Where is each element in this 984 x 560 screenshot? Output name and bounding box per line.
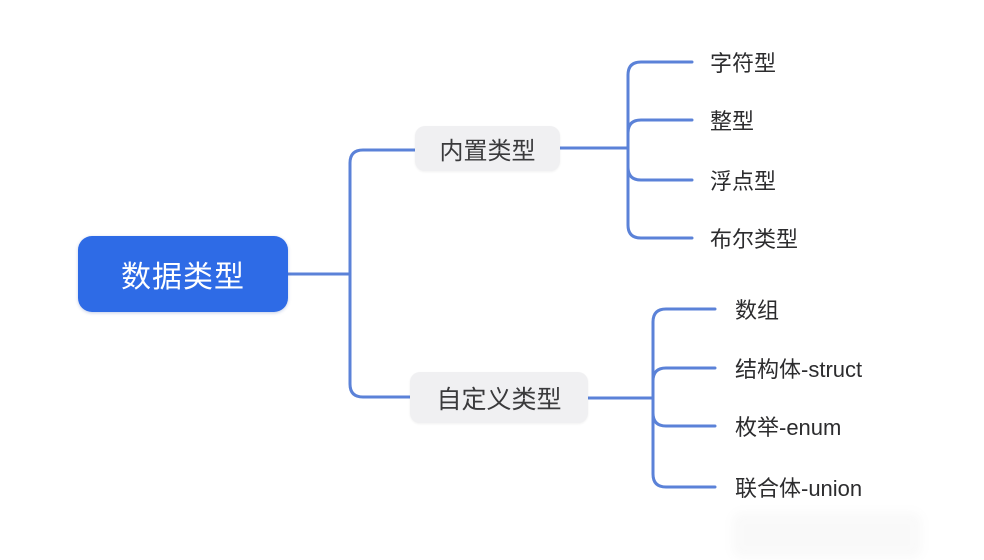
edge-branch1-leaf4: [626, 146, 694, 240]
edge-branch1-leaf1: [626, 60, 694, 150]
watermark-smudge: [732, 512, 922, 558]
edge-branch2-leaf1: [651, 307, 717, 400]
leaf-node-float-type[interactable]: 浮点型: [710, 169, 777, 194]
leaf-node-char-type[interactable]: 字符型: [710, 51, 777, 76]
branch-node-builtin-types[interactable]: 内置类型: [415, 126, 560, 171]
leaf-node-int-type[interactable]: 整型: [710, 109, 755, 134]
branch-node-custom-types[interactable]: 自定义类型: [410, 372, 588, 423]
edge-branch2-leaf4: [651, 396, 717, 489]
edge-trunk-branch1: [348, 148, 417, 276]
root-node-data-types[interactable]: 数据类型: [78, 236, 288, 312]
leaf-node-enum[interactable]: 枚举-enum: [735, 415, 842, 440]
edge-branch1-leaf2: [626, 118, 694, 135]
leaf-node-struct[interactable]: 结构体-struct: [735, 357, 863, 382]
edge-branch1-leaf3: [626, 165, 694, 182]
edge-branch2-leaf3: [651, 411, 717, 428]
edge-trunk-branch2: [348, 272, 412, 399]
edge-branch2-leaf2: [651, 366, 717, 383]
leaf-node-bool-type[interactable]: 布尔类型: [710, 227, 799, 252]
leaf-node-union[interactable]: 联合体-union: [735, 476, 863, 501]
leaf-node-array[interactable]: 数组: [735, 298, 780, 323]
